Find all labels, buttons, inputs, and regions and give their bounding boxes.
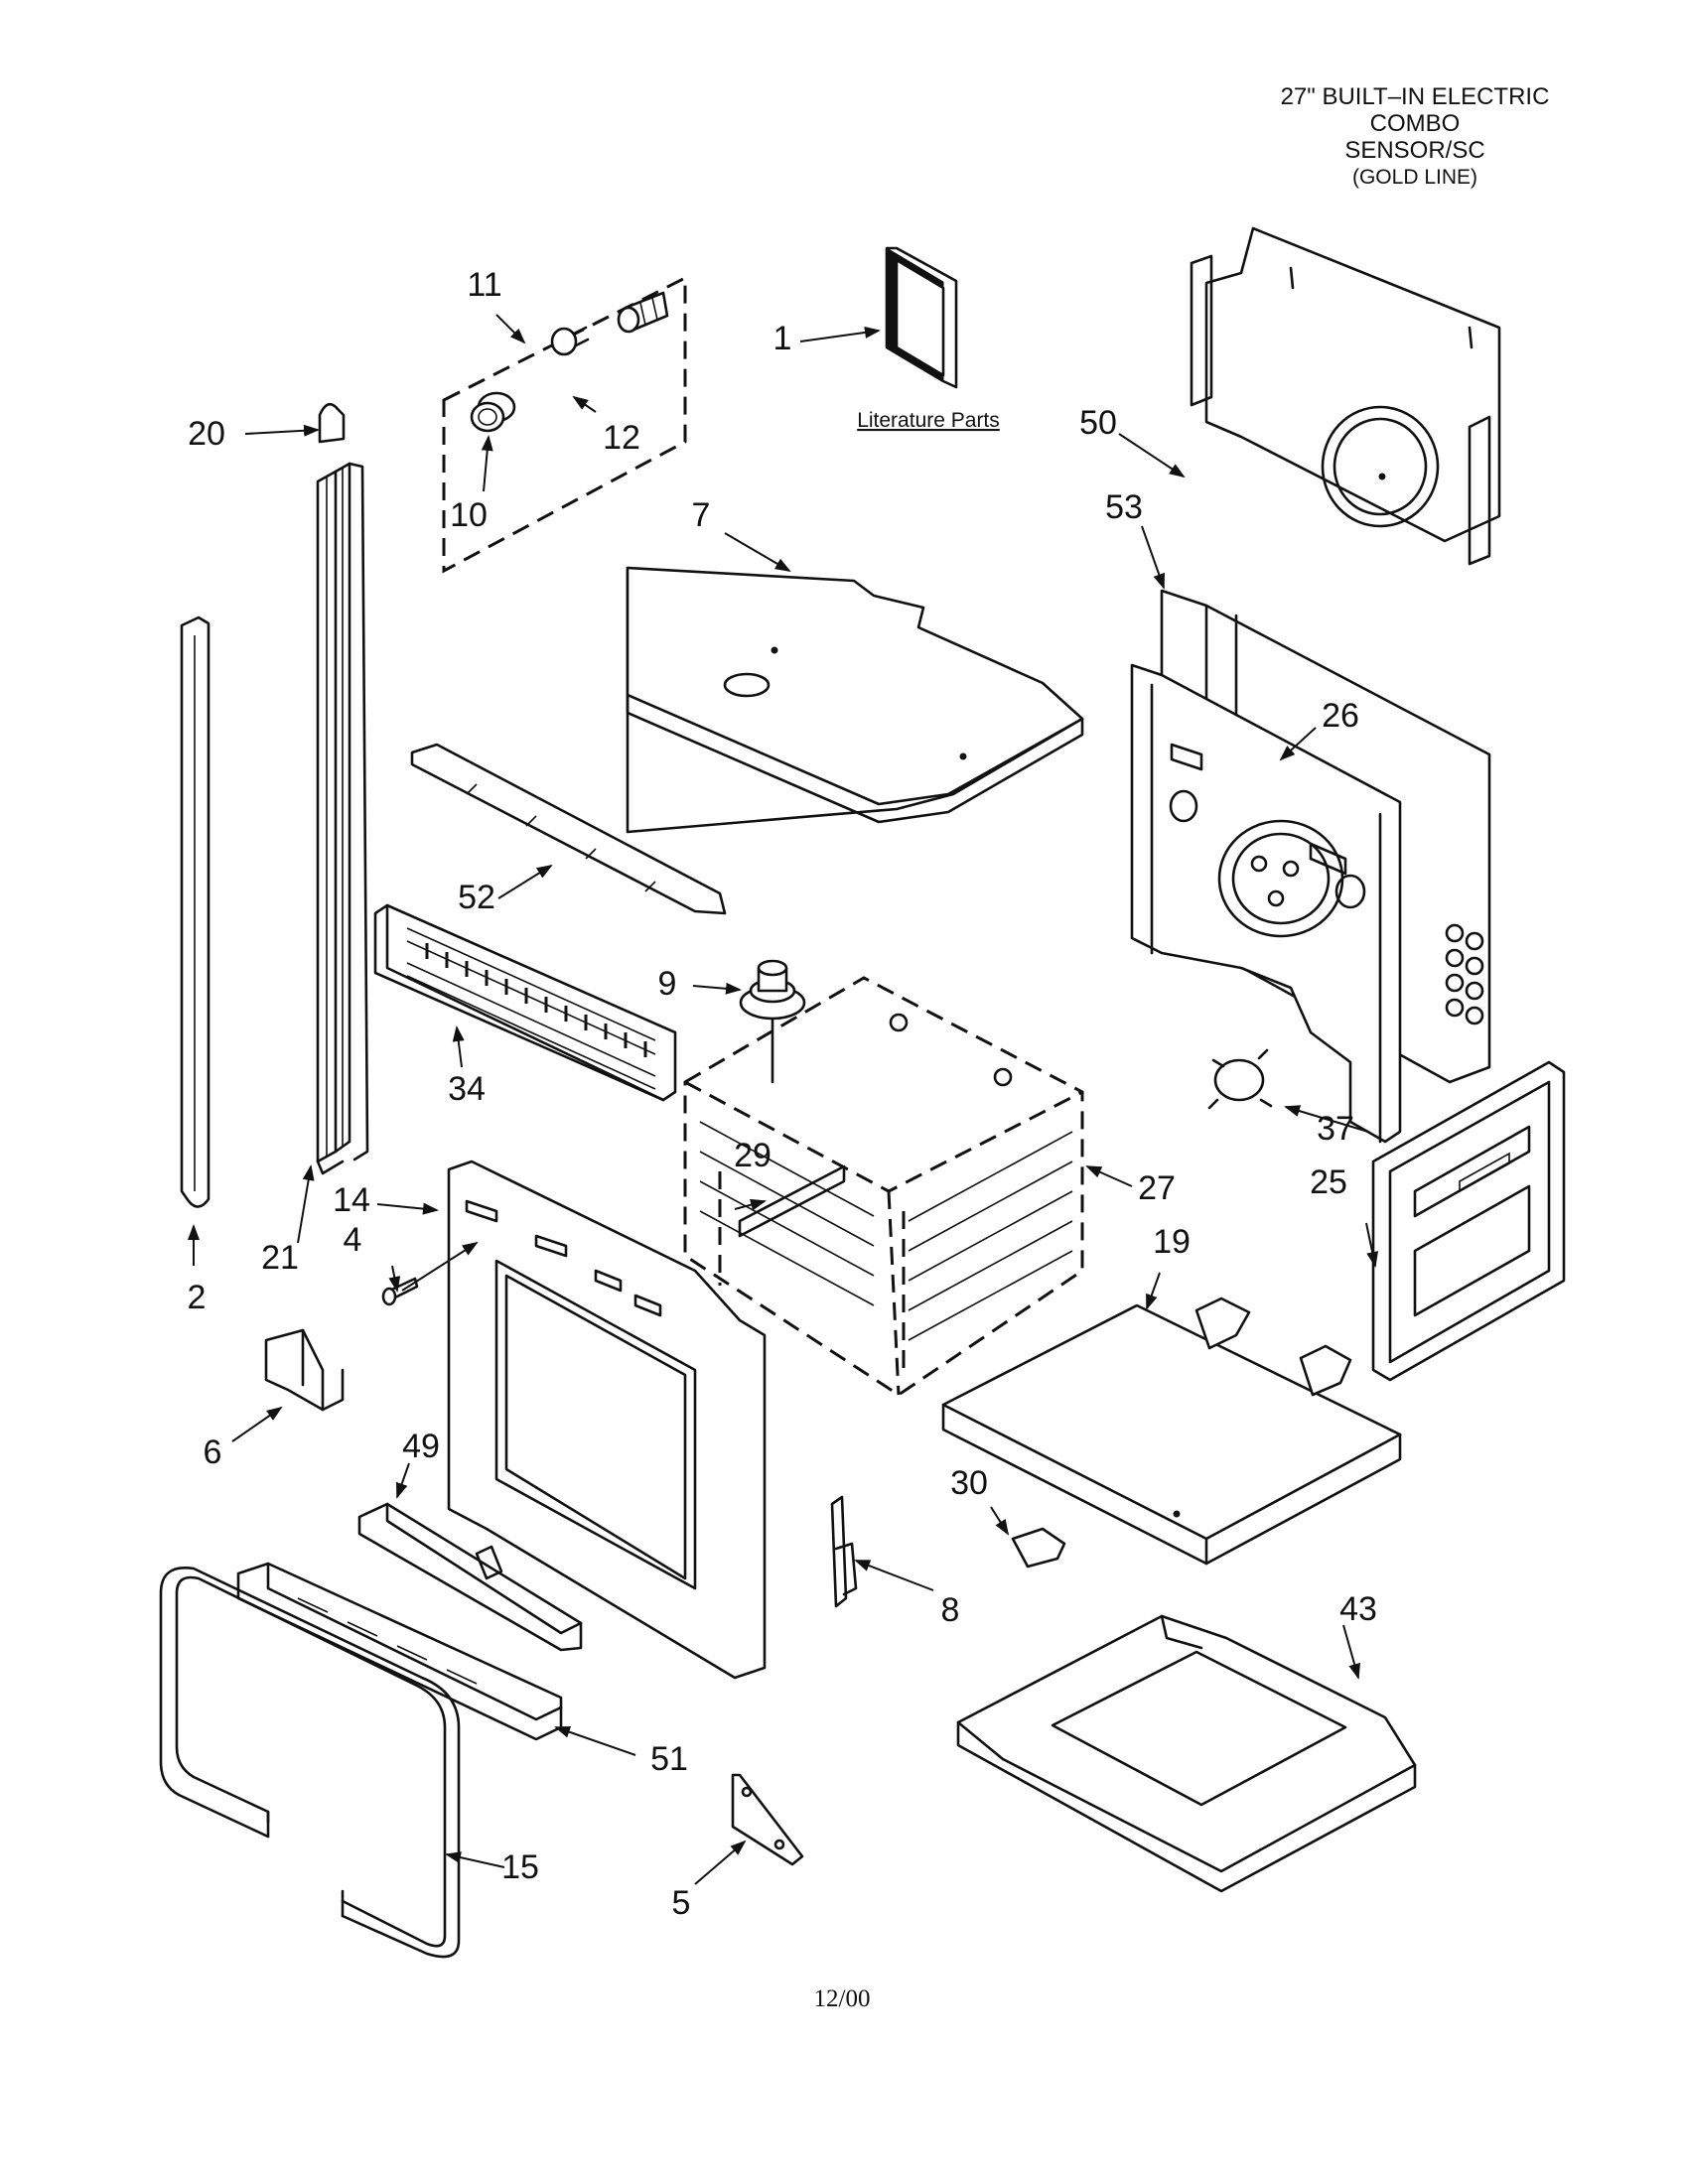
callout-10: 10 <box>450 496 488 534</box>
title-line-4: (GOLD LINE) <box>1351 166 1478 189</box>
part-10-knob <box>470 391 516 433</box>
title-line-3: SENSOR/SC <box>1344 137 1485 164</box>
callout-5: 5 <box>672 1884 691 1922</box>
part-8-bracket <box>830 1495 858 1608</box>
callout-21: 21 <box>261 1239 299 1277</box>
part-19-bottom-tray <box>941 1297 1402 1566</box>
part-30-bracket <box>1011 1527 1066 1569</box>
part-14-front-frame <box>447 1160 767 1680</box>
callout-12: 12 <box>603 419 640 457</box>
part-1-literature-booklet <box>885 246 958 389</box>
part-50-rear-panel <box>1190 226 1501 566</box>
callout-29: 29 <box>734 1137 772 1174</box>
callout-19: 19 <box>1153 1223 1191 1261</box>
part-6-bracket <box>264 1328 345 1412</box>
callout-6: 6 <box>204 1433 222 1471</box>
callout-49: 49 <box>402 1428 440 1465</box>
footer-date: 12/00 <box>813 1985 871 2012</box>
part-11-socket <box>617 291 669 334</box>
part-26-convection-panel <box>1130 663 1402 1144</box>
callout-52: 52 <box>458 879 495 916</box>
part-12-bulb <box>550 326 590 356</box>
callout-numbers: 1 2 4 5 6 7 8 9 10 11 12 14 15 19 20 21 … <box>188 266 1377 1922</box>
part-7-top-panel <box>626 566 1084 834</box>
callout-25: 25 <box>1310 1163 1347 1201</box>
callout-2: 2 <box>188 1279 207 1316</box>
callout-9: 9 <box>658 965 677 1003</box>
part-49-channel <box>357 1502 583 1652</box>
part-2-gasket-strip <box>180 615 210 1208</box>
callout-7: 7 <box>692 496 711 534</box>
callout-8: 8 <box>941 1591 960 1629</box>
diagram-title: 27" BUILT–IN ELECTRIC COMBO SENSOR/SC (G… <box>1201 83 1628 191</box>
callout-51: 51 <box>650 1740 688 1778</box>
part-29-element <box>738 1164 846 1238</box>
part-34-vent-panel <box>373 903 677 1102</box>
part-15-gasket-loop <box>159 1566 461 1959</box>
part-43-bottom-pan <box>956 1614 1417 1893</box>
part-37-thermostat <box>1207 1048 1273 1110</box>
part-4-screw <box>381 1277 419 1306</box>
part-5-gusset <box>731 1773 804 1866</box>
callout-27: 27 <box>1138 1169 1176 1207</box>
literature-parts-label: Literature Parts <box>857 409 1000 432</box>
callout-37: 37 <box>1317 1110 1354 1148</box>
part-21-side-trim <box>316 462 369 1175</box>
callout-43: 43 <box>1339 1590 1377 1628</box>
callout-4: 4 <box>344 1221 362 1259</box>
callout-14: 14 <box>333 1181 370 1219</box>
part-11-control-box-group <box>442 275 687 574</box>
callout-26: 26 <box>1322 697 1359 735</box>
callout-50: 50 <box>1079 404 1117 442</box>
title-line-1: 27" BUILT–IN ELECTRIC <box>1280 83 1550 110</box>
title-line-2: COMBO <box>1369 110 1461 137</box>
callout-30: 30 <box>950 1464 988 1502</box>
leader-lines <box>188 314 1379 1885</box>
callout-53: 53 <box>1105 488 1143 526</box>
part-27-oven-cavity <box>683 976 1084 1397</box>
callout-1: 1 <box>773 320 792 357</box>
part-51-lower-vent <box>236 1562 563 1741</box>
callout-20: 20 <box>188 415 225 453</box>
part-20-cap <box>318 402 346 444</box>
callout-34: 34 <box>448 1070 486 1108</box>
part-9-sensor <box>739 959 806 1084</box>
part-52-bracket-strip <box>410 743 727 915</box>
callout-15: 15 <box>501 1848 539 1886</box>
part-25-side-frame <box>1371 1060 1566 1382</box>
callout-11: 11 <box>467 266 501 304</box>
